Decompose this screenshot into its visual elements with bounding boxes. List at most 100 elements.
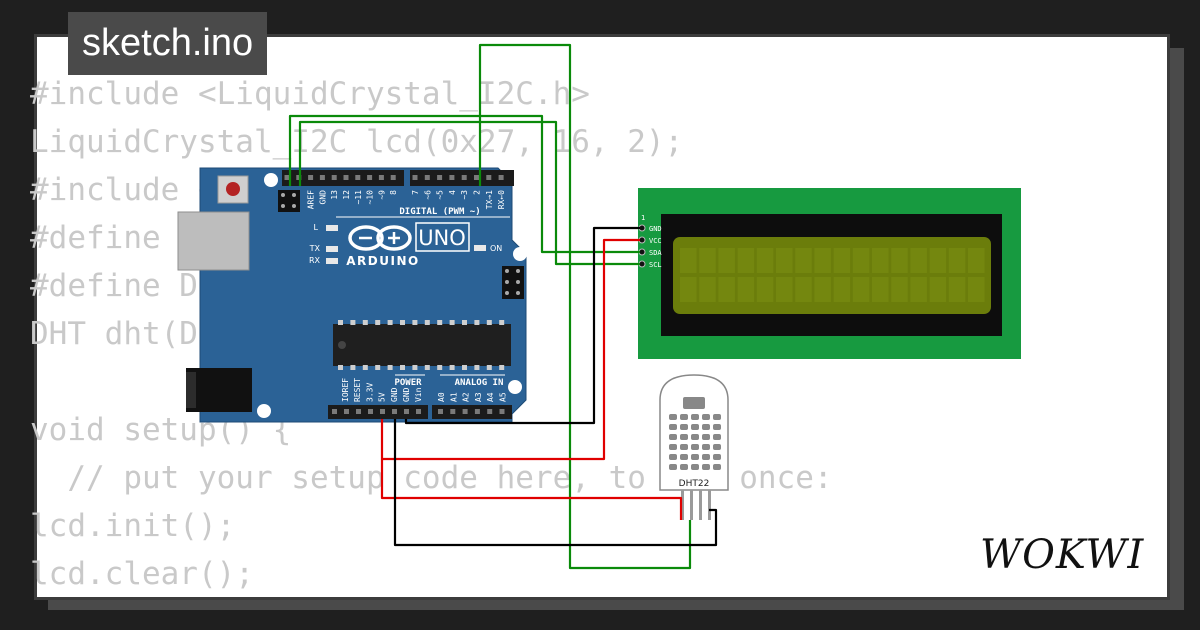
lcd-char-cell (776, 277, 793, 302)
header-pin[interactable] (474, 175, 479, 180)
digital-pin-label: 7 (411, 190, 420, 195)
lcd-char-cell (872, 248, 889, 273)
header-pin[interactable] (284, 175, 290, 180)
dht-vent (669, 464, 677, 470)
dht-vent (680, 454, 688, 460)
power-pin-label: GND (390, 387, 399, 402)
led-tx-label: TX (309, 244, 321, 253)
header-pin[interactable] (343, 175, 349, 180)
lcd-char-cell (929, 277, 947, 302)
wire-gnd-dht[interactable] (393, 419, 718, 547)
header-pin[interactable] (424, 175, 430, 180)
dht-vent (713, 444, 721, 450)
header-pin[interactable] (412, 175, 418, 180)
header-pin[interactable] (499, 409, 505, 414)
dht-vent (691, 464, 699, 470)
led-l-label: L (314, 223, 319, 232)
analog-pin-label: A0 (437, 392, 446, 402)
led-rx-label: RX (309, 256, 321, 265)
lcd-char-cell (756, 248, 774, 273)
filename-tab[interactable]: sketch.ino (68, 12, 268, 75)
dht-vent (691, 424, 699, 430)
wire-sda[interactable] (288, 114, 640, 254)
digital-pin-label: ~6 (423, 190, 432, 200)
digital-label: DIGITAL (PWM ~) (399, 207, 480, 217)
header-pin[interactable] (438, 409, 443, 414)
dht-vent (702, 444, 710, 450)
lcd-char-cell (968, 248, 985, 273)
header-pin[interactable] (319, 175, 325, 180)
power-pin-label: GND (402, 387, 411, 402)
dht-vent (680, 414, 688, 420)
header-pin[interactable] (356, 409, 361, 414)
dht-vent (669, 414, 677, 420)
wire-scl[interactable] (298, 120, 640, 266)
lcd-pin-label: GND (649, 225, 662, 233)
dht-vent (680, 464, 688, 470)
header-pin[interactable] (332, 409, 337, 414)
lcd-pin-index: 1 (641, 214, 645, 222)
digital-pin-label: RX←0 (497, 190, 506, 209)
digital-pin-label: ~5 (436, 190, 445, 200)
code-preview: #include <LiquidCrystal_I2C.h>LiquidCrys… (30, 70, 833, 598)
header-pin[interactable] (296, 175, 302, 180)
lcd-char-cell (833, 248, 851, 273)
header-pin[interactable] (367, 175, 373, 180)
digital-pin-label: ~3 (460, 190, 469, 200)
header-pin[interactable] (390, 175, 396, 180)
dht-vent (680, 444, 688, 450)
lcd-char-cell (795, 277, 812, 302)
header-pin[interactable] (462, 409, 468, 414)
lcd-pin-label: SDA (649, 249, 662, 257)
wire-dht-data[interactable] (478, 43, 692, 570)
header-pin[interactable] (474, 409, 480, 414)
wire-gnd-lcd[interactable] (404, 226, 640, 425)
dht-vent (713, 424, 721, 430)
dht-vent (702, 454, 710, 460)
led-l (326, 225, 338, 231)
code-line: void setup() { (30, 412, 292, 448)
header-pin[interactable] (487, 409, 493, 414)
code-line: lcd.clear(); (30, 556, 254, 592)
analog-pin-label: A1 (449, 392, 458, 402)
dht-vent (702, 424, 710, 430)
header-pin[interactable] (449, 175, 455, 180)
header-pin[interactable] (331, 175, 337, 180)
board-model: UNO (418, 226, 466, 250)
digital-pin-label: 8 (389, 190, 398, 195)
power-header (328, 405, 428, 419)
header-pin[interactable] (498, 175, 504, 180)
lcd-char-cell (833, 277, 851, 302)
header-pin[interactable] (392, 409, 397, 414)
header-pin[interactable] (380, 409, 385, 414)
dht-vent (702, 414, 710, 420)
header-pin[interactable] (450, 409, 456, 414)
analog-pin-label: A5 (499, 392, 508, 402)
header-pin[interactable] (308, 175, 314, 180)
power-pin-label: 5V (378, 392, 387, 402)
header-pin[interactable] (461, 175, 467, 180)
digital-pin-label: TX→1 (485, 190, 494, 209)
header-pin[interactable] (404, 409, 409, 414)
wire-5v-lcd[interactable] (380, 238, 640, 461)
header-pin[interactable] (378, 175, 384, 180)
header-pin[interactable] (486, 175, 492, 180)
header-pin[interactable] (368, 409, 373, 414)
wire-5v-dht[interactable] (380, 459, 683, 520)
code-line: lcd.init(); (30, 508, 236, 544)
digital-pin-label: 13 (330, 190, 339, 200)
digital-pin-label: 12 (342, 190, 351, 200)
header-pin[interactable] (416, 409, 421, 414)
header-pin[interactable] (344, 409, 349, 414)
header-pin[interactable] (437, 175, 443, 180)
lcd-char-cell (872, 277, 889, 302)
header-pin[interactable] (355, 175, 361, 180)
digital-pin-label: AREF (307, 190, 316, 209)
lcd-char-cell (737, 248, 755, 273)
power-pin-label: 3.3V (365, 383, 374, 402)
digital-pin-label: 4 (448, 190, 457, 195)
dht22-sensor[interactable]: DHT22 (659, 374, 729, 520)
dht-vent (669, 454, 677, 460)
